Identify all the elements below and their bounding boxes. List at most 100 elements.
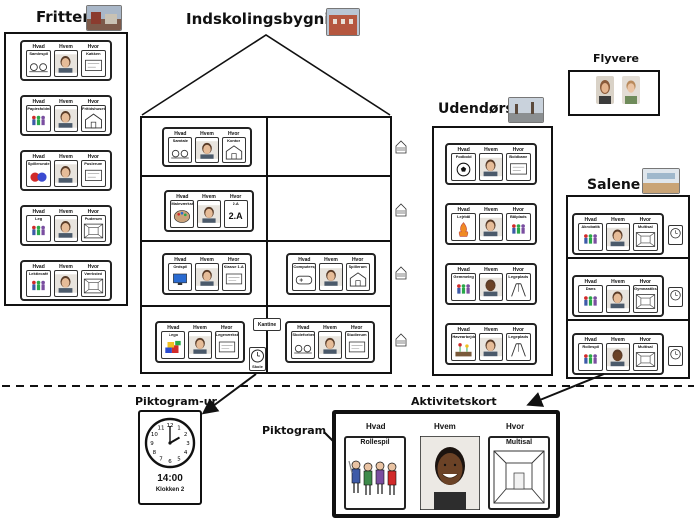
hvad-pictogram: Ordspil (168, 263, 193, 291)
svg-text:2: 2 (184, 432, 188, 438)
pictogram-caption: Studierum (346, 332, 367, 337)
pictogram-caption: Køkken (86, 51, 101, 56)
column-label: Hvor (229, 194, 242, 200)
fritten-photo (86, 5, 122, 31)
pictogram-caption: Computerspil (293, 264, 315, 269)
flyvere-title: Flyvere (593, 52, 639, 65)
column-label: Hvad (457, 207, 470, 213)
column-label: Hvor (512, 207, 525, 213)
pictogram-caption: Puslerum (84, 161, 103, 166)
people-icon (511, 224, 525, 234)
pictogram-caption: Værksted (84, 271, 103, 276)
person-photo (54, 109, 78, 128)
people-icon (32, 225, 46, 236)
salene-title: Salene (587, 177, 641, 193)
house-clock-caption: Skole (252, 364, 263, 369)
hvad-pictogram: Lektiecafé (26, 270, 51, 297)
person-photo (197, 205, 220, 223)
hvem-cell: Hvem (187, 325, 212, 359)
arrow-to-piktogram-ur (201, 373, 257, 415)
person-photo (479, 337, 503, 357)
hvem-cell: Hvem (605, 217, 631, 251)
hvor-pictogram: Studierum (344, 331, 369, 359)
room-icon (635, 294, 655, 309)
column-label: Hvor (512, 327, 525, 333)
hvor-pictogram: Puslerum (81, 160, 106, 187)
gamepad-icon (296, 275, 313, 285)
person-photo (479, 217, 503, 237)
column-label: Hvem (611, 337, 625, 343)
column-label: Hvor (87, 209, 100, 215)
hvem-cell: Hvem (478, 147, 504, 181)
svg-text:7: 7 (159, 457, 163, 463)
activity-hvor-caption: Multisal (505, 439, 533, 446)
hvem-photo-frame (53, 215, 79, 242)
hvor-pictogram: Legeplads (506, 273, 531, 301)
column-label: Hvad (457, 327, 470, 333)
room-icon (493, 450, 545, 504)
hvad-pictogram: Gemmeleg (451, 273, 476, 301)
hvad-pictogram: Skoleforberedelse (291, 331, 316, 359)
salene-photo (642, 168, 680, 194)
svg-text:9: 9 (150, 441, 154, 447)
column-label: Hvem (59, 154, 73, 160)
person-photo (606, 347, 630, 367)
aktivitetskort-title: Aktivitetskort (411, 395, 497, 408)
piktogram-title: Piktogram (262, 424, 327, 437)
house-card: HvadComputerspilHvemHvorSpillerum (286, 253, 376, 295)
column-label: Hvad (584, 279, 597, 285)
pictogram-caption: Skoleforberedelse (292, 332, 314, 337)
door-icon (395, 140, 407, 154)
column-label: Hvad (32, 99, 45, 105)
column-label: Hvad (584, 217, 597, 223)
pictogram-caption: Boldbane (509, 154, 528, 159)
flyvere-panel (568, 70, 660, 116)
hvad-pictogram: Samlespil (26, 50, 51, 77)
hvem-photo-frame (194, 137, 219, 163)
pictogram-caption: Leg (35, 216, 43, 221)
column-label: Hvad (584, 337, 597, 343)
column-label: Hvor (639, 217, 652, 223)
hvem-cell: Hvem (478, 327, 504, 361)
hvem-photo-frame (53, 105, 79, 132)
column-label: Hvad (457, 147, 470, 153)
hvem-cell: Hvem (53, 154, 79, 187)
hvor-pictogram: Værksted (81, 270, 106, 297)
column-label: Hvem (59, 44, 73, 50)
room-icon (83, 278, 103, 294)
svg-text:3: 3 (186, 441, 190, 447)
column-label: Hvem (611, 279, 625, 285)
column-label: Hvor (87, 264, 100, 270)
activity-hvor-pictogram: Multisal (488, 436, 550, 510)
people-icon (584, 234, 598, 244)
column-label: Hvem (59, 264, 73, 270)
kantine-label: Kantine (253, 318, 281, 331)
hvem-photo-frame (605, 223, 631, 251)
hvad-pictogram: Rollespil (578, 343, 603, 371)
column-label: Hvad (297, 325, 310, 331)
pictogram-caption: Samlespil (29, 51, 48, 56)
hvem-cell: Hvem (478, 207, 504, 241)
hvem-photo-frame (53, 160, 79, 187)
activity-hvad-pictogram: Rollespil (344, 436, 406, 510)
hvem-cell: Hvem (53, 44, 79, 77)
column-label: Hvad (457, 267, 470, 273)
pictogram-caption: Gemmeleg (453, 274, 474, 279)
clock-icon: 121234567891011 (144, 417, 196, 469)
balls-icon (30, 172, 47, 182)
column-label: Hvor (639, 279, 652, 285)
column-label: Hvad (174, 257, 187, 263)
